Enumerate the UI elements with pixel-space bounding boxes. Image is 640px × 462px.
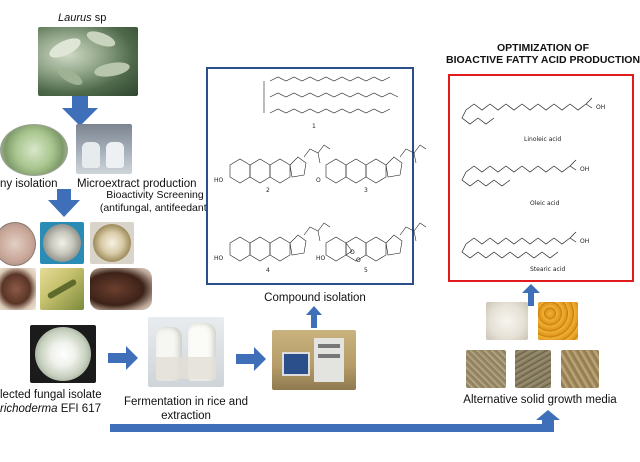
compound-4-ho: HO (214, 255, 224, 262)
selected-isolate-label-2: richoderma EFI 617 (0, 403, 101, 416)
fermentation-photo (148, 317, 224, 387)
compound-5-o2: O (356, 257, 361, 264)
trichoderma-colony (35, 327, 91, 381)
microextract-photo (76, 124, 132, 174)
screening-dish-1 (0, 222, 36, 266)
alternative-media-label: Alternative solid growth media (463, 394, 617, 406)
selected-isolate-label-1: lected fungal isolate (0, 389, 102, 401)
microextract-label: Microextract production (77, 178, 197, 190)
laurus-genus: Laurus (58, 12, 92, 24)
optimization-title-1: OPTIMIZATION OF (497, 42, 589, 54)
trichoderma-name: richoderma (0, 403, 58, 415)
oleic-oh: OH (580, 166, 590, 173)
arrow-down-2 (48, 189, 80, 217)
larva-photo-3 (90, 268, 152, 310)
arrow-right-2 (236, 347, 266, 371)
fermentation-label-2: extraction (161, 410, 211, 422)
grain-media-photo-1 (466, 350, 506, 388)
compound-5-number: 5 (364, 267, 368, 274)
fatty-acid-box: OH OH OH Linoleic acid Oleic acid Steari… (448, 74, 634, 282)
laurus-suffix: sp (91, 12, 107, 24)
arrow-down-1 (62, 96, 98, 126)
colony-dish (0, 124, 68, 176)
compound-3-number: 3 (364, 187, 368, 194)
laurus-label: Laurus sp (58, 12, 106, 25)
screening-dish-3 (93, 224, 131, 262)
larva-photo-2 (40, 268, 84, 310)
laurus-leaves-photo (38, 27, 138, 96)
compound-1-number: 1 (312, 123, 316, 130)
compound-structures (229, 76, 427, 262)
bioactivity-label-1: Bioactivity Screening (106, 189, 204, 201)
compound-isolation-label: Compound isolation (264, 292, 366, 304)
compound-5-ho: HO (316, 255, 326, 262)
long-bottom-arrow (110, 410, 560, 432)
compound-4-number: 4 (266, 267, 270, 274)
compound-structures-box: 1 2 3 4 5 HO O HO HO O O (206, 67, 427, 285)
corn-media-photo (538, 302, 578, 340)
arrow-up-fatty-acid (522, 284, 540, 306)
linoleic-oh: OH (596, 104, 606, 111)
screening-dish-3-frame (90, 222, 134, 264)
bioactivity-label-2: (antifungal, antifeedant) (99, 202, 211, 214)
grain-media-photo-3 (561, 350, 599, 388)
arrow-right-1 (108, 346, 138, 370)
stearic-label: Stearic acid (530, 266, 566, 273)
larva-photo-1 (0, 268, 36, 310)
compound-5-o: O (350, 249, 355, 256)
compound-3-o: O (316, 177, 321, 184)
trichoderma-strain: EFI 617 (57, 403, 101, 415)
arrow-up-compound (306, 306, 322, 328)
compound-2-ho: HO (214, 177, 224, 184)
optimization-title-2: BIOACTIVE FATTY ACID PRODUCTION (446, 54, 640, 66)
stearic-oh: OH (580, 238, 590, 245)
rice-media-photo (486, 302, 528, 340)
compound-2-number: 2 (266, 187, 270, 194)
hplc-instrument-photo (272, 330, 356, 390)
screening-dish-2 (43, 224, 81, 262)
grain-media-photo-2 (515, 350, 551, 388)
fatty-acid-structures (461, 97, 593, 259)
linoleic-label: Linoleic acid (524, 136, 562, 143)
trichoderma-photo (30, 325, 96, 383)
fermentation-label-1: Fermentation in rice and (123, 396, 248, 408)
colony-isolation-label: ny isolation (0, 178, 58, 190)
oleic-label: Oleic acid (530, 200, 560, 207)
screening-dish-2-frame (40, 222, 84, 264)
